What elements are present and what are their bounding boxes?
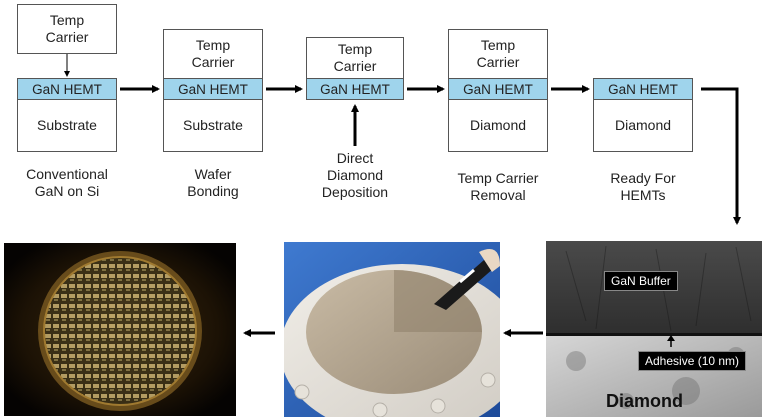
adhesive-label: Adhesive (10 nm) bbox=[638, 351, 747, 371]
gan-buffer-label: GaN Buffer bbox=[604, 271, 678, 291]
step2-substrate: Substrate bbox=[163, 99, 263, 152]
step2-caption: Wafer Bonding bbox=[187, 166, 239, 199]
step3-caption: Direct Diamond Deposition bbox=[321, 150, 389, 200]
step4-caption: Temp Carrier Removal bbox=[457, 170, 539, 203]
step2-gan-hemt-layer: GaN HEMT bbox=[163, 78, 263, 100]
tem-cross-section-image: GaN Buffer Adhesive (10 nm) Diamond bbox=[546, 241, 762, 417]
wafer-on-holder-image bbox=[284, 242, 500, 417]
step4-temp-carrier: Temp Carrier bbox=[448, 29, 548, 79]
step4-diamond: Diamond bbox=[448, 99, 548, 152]
arrow-to-tem bbox=[701, 87, 741, 225]
step1-temp-carrier: Temp Carrier bbox=[17, 4, 117, 54]
processed-wafer-photo bbox=[4, 243, 236, 416]
wafer-chip-array-image bbox=[4, 243, 236, 416]
step1-caption: Conventional GaN on Si bbox=[26, 166, 108, 199]
step4-gan-hemt-layer: GaN HEMT bbox=[448, 78, 548, 100]
step3-gan-hemt-layer: GaN HEMT bbox=[306, 78, 404, 100]
step5-caption: Ready For HEMTs bbox=[610, 170, 676, 203]
gan-on-diamond-wafer-photo bbox=[284, 242, 500, 417]
step1-substrate: Substrate bbox=[17, 99, 117, 152]
step5-diamond: Diamond bbox=[593, 99, 693, 152]
diamond-label: Diamond bbox=[606, 391, 684, 411]
